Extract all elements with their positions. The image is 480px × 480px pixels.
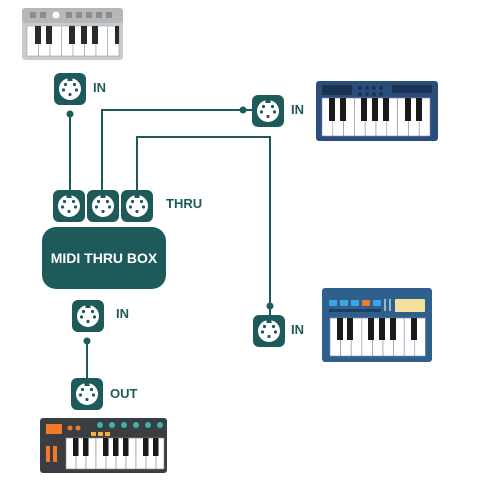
line-thru-to-right-in-2 <box>136 136 271 316</box>
thru-label: THRU <box>166 196 203 211</box>
midi-thru-box-label: MIDI THRU BOX <box>50 250 158 266</box>
connection-lines <box>69 109 271 378</box>
right-in-1-label: IN <box>291 102 304 117</box>
out-label: OUT <box>110 386 138 401</box>
midi-in-port-top-icon <box>54 73 86 105</box>
midi-thru-port-1-icon <box>53 190 85 222</box>
midi-in-port-box-icon <box>72 300 104 332</box>
line-thru-to-right-in-1 <box>101 109 258 190</box>
keyboard-dark-icon <box>40 418 167 473</box>
midi-thru-box: MIDI THRU BOX <box>42 227 166 289</box>
top-in-label: IN <box>93 80 106 95</box>
midi-in-port-right-1-icon <box>252 95 284 127</box>
keyboard-navy-icon <box>316 81 438 141</box>
keyboard-blue-icon <box>322 288 432 362</box>
midi-thru-port-2-icon <box>87 190 119 222</box>
keyboard-grey-icon <box>22 8 123 60</box>
right-in-2-label: IN <box>291 322 304 337</box>
midi-thru-port-3-icon <box>121 190 153 222</box>
connection-dots <box>66 106 274 345</box>
box-in-label: IN <box>116 306 129 321</box>
midi-out-port-icon <box>71 378 103 410</box>
midi-in-port-right-2-icon <box>253 315 285 347</box>
